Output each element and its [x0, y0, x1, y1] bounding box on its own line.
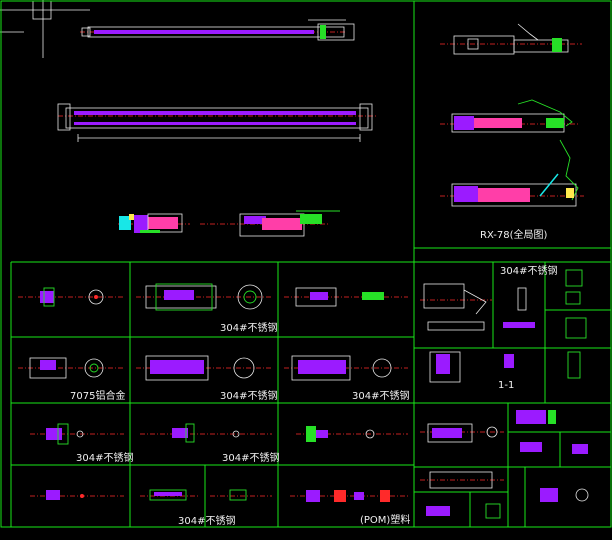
part-r2c1 [18, 357, 124, 379]
handle-assembly-right [200, 210, 340, 237]
section-label: 1-1 [498, 380, 514, 391]
part-r4c4 [290, 490, 408, 502]
rx78-view-bottom [440, 139, 584, 207]
part-right-d [420, 410, 588, 454]
handle-assembly-left [118, 213, 190, 233]
material-label-304-f: 304#不锈钢 [178, 514, 235, 527]
part-r3c3 [296, 426, 408, 442]
part-right-e [420, 471, 589, 519]
part-right-a [420, 283, 492, 331]
part-r3c2 [140, 423, 272, 443]
part-right-b [503, 269, 587, 339]
part-r2c3 [284, 355, 408, 381]
part-r2c2 [136, 355, 272, 381]
rx78-label: RX-78(全局图) [480, 228, 548, 241]
ucs-crosshair-icon [0, 0, 90, 58]
part-r1c1 [18, 287, 124, 307]
material-label-304-d: 304#不锈钢 [76, 451, 133, 464]
long-rod-top [80, 19, 355, 41]
rx78-view-top [440, 23, 582, 55]
material-label-304-g: 304#不锈钢 [500, 264, 557, 277]
part-r3c1 [30, 423, 124, 445]
material-label-304-a: 304#不锈钢 [220, 321, 277, 334]
material-label-7075: 7075铝合金 [70, 389, 125, 402]
material-label-pom: (POM)塑料 [360, 513, 410, 526]
material-label-304-c: 304#不锈钢 [352, 389, 409, 402]
part-r4c2 [140, 489, 200, 501]
rx78-view-middle [440, 99, 580, 133]
drawing-frame [0, 0, 612, 528]
material-label-304-e: 304#不锈钢 [222, 451, 279, 464]
part-right-c [429, 351, 581, 383]
part-r1c2 [136, 283, 272, 311]
part-r4c1 [30, 490, 124, 500]
part-r1c3 [284, 287, 408, 307]
part-r4c3 [210, 489, 272, 501]
long-rod-middle [57, 103, 378, 142]
material-label-304-b: 304#不锈钢 [220, 389, 277, 402]
